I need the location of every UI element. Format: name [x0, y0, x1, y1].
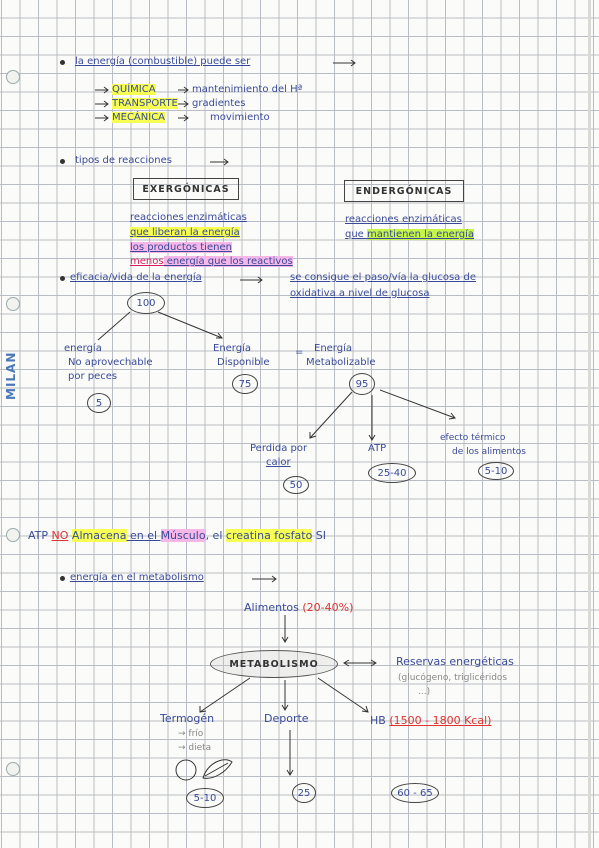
- energy-desc-chemical: mantenimiento del Hª: [192, 84, 303, 95]
- exergonic-box: EXERGÓNICAS: [133, 178, 239, 200]
- thermogenesis-value: 5-10: [186, 788, 224, 808]
- hb-label: HB: [370, 714, 386, 727]
- nonusable-label1: energía: [64, 343, 102, 354]
- metabolizable-label1: Energía: [314, 343, 352, 354]
- energy-kind-mechanical: MECÁNICA: [112, 112, 166, 123]
- bullet-dot: [60, 576, 65, 581]
- energy-desc-mechanical: movimiento: [210, 112, 270, 123]
- heat-loss-label2: calor: [266, 457, 291, 468]
- bullet-dot: [60, 276, 65, 281]
- metabolizable-label2: Metabolizable: [306, 357, 376, 368]
- nonusable-label3: por peces: [68, 371, 118, 382]
- metabolism-center: METABOLISMO: [210, 650, 338, 678]
- available-label2: Disponible: [217, 357, 270, 368]
- exergonic-line4: energía que los reactivos: [163, 256, 293, 267]
- thermic-effect-label1: efecto térmico: [440, 433, 506, 443]
- reserves-detail: (glucógeno, triglicéridos: [398, 673, 508, 683]
- hb-value: 60 - 65: [391, 783, 439, 803]
- thermogenesis-label: Termogén: [160, 712, 215, 725]
- atp-value: 25-40: [368, 463, 416, 483]
- metabolizable-value: 95: [349, 373, 375, 395]
- energy-desc-transport: gradientes: [192, 98, 246, 109]
- bullet-dot: [60, 60, 65, 65]
- sport-value: 25: [292, 783, 316, 803]
- exergonic-line1: reacciones enzimáticas: [130, 212, 247, 223]
- atp-note-p1: ATP: [28, 529, 49, 542]
- nonusable-value: 5: [87, 393, 111, 413]
- energy-kind-transport: TRANSPORTE: [112, 98, 178, 109]
- energy-kind-chemical: QUÍMICA: [112, 84, 156, 95]
- section3-title: eficacia/vida de la energía: [70, 272, 202, 283]
- food-pct: (20-40%): [302, 601, 354, 614]
- section3-desc1: se consigue el paso/vía la glucosa de: [290, 272, 476, 283]
- atp-note-creatine: creatina fosfato: [225, 529, 313, 542]
- page-edge: [588, 0, 591, 848]
- thermogenesis-cold: → frío: [178, 729, 204, 739]
- bullet-dot: [60, 159, 65, 164]
- atp-note-p6: , el: [205, 529, 226, 542]
- thermogenesis-diet: → dieta: [178, 743, 212, 753]
- section4-title: energía en el metabolismo: [70, 572, 204, 583]
- exergonic-line3: los productos tienen: [130, 242, 232, 253]
- section3-desc2: oxidativa a nivel de glucosa: [290, 288, 430, 299]
- thermic-effect-label2: de los alimentos: [452, 447, 526, 457]
- exergonic-less: menos: [130, 256, 164, 267]
- atp-note-store: Almacena: [71, 529, 127, 542]
- atp-note-muscle: Músculo: [160, 529, 206, 542]
- nonusable-label2: No aprovechable: [68, 357, 153, 368]
- atp-note-yes: SI: [312, 529, 327, 542]
- hb-kcal: (1500 - 1800 Kcal): [389, 714, 492, 727]
- binder-hole: [6, 70, 20, 84]
- available-label1: Energía: [213, 343, 251, 354]
- binder-hole: [6, 762, 20, 776]
- atp-note-no: NO: [51, 529, 69, 542]
- endergonic-line2a: que: [345, 229, 368, 240]
- reserves-etc: ...): [418, 687, 431, 697]
- root-value: 100: [127, 292, 165, 314]
- section1-title: la energía (combustible) puede ser: [75, 56, 251, 67]
- atp-note: ATP NO Almacena en el Músculo, el creati…: [28, 529, 327, 542]
- binder-hole: [6, 297, 20, 311]
- endergonic-line2b: mantienen la energía: [367, 229, 475, 240]
- equals-sign: =: [295, 347, 304, 358]
- food-label: Alimentos: [244, 601, 299, 614]
- atp-label: ATP: [368, 443, 387, 454]
- binder-hole: [6, 528, 20, 542]
- reserves-label: Reservas energéticas: [396, 655, 514, 668]
- section2-title: tipos de reacciones: [75, 155, 172, 166]
- heat-loss-label1: Perdida por: [250, 443, 308, 454]
- endergonic-line1: reacciones enzimáticas: [345, 214, 462, 225]
- thermic-effect-value: 5-10: [478, 462, 514, 480]
- available-value: 75: [232, 374, 258, 394]
- heat-loss-value: 50: [283, 476, 309, 494]
- exergonic-line2: que liberan la energía: [130, 227, 240, 238]
- atp-note-p4: en el: [126, 529, 161, 542]
- sport-label: Deporte: [264, 712, 309, 725]
- endergonic-box: ENDERGÓNICAS: [344, 180, 464, 202]
